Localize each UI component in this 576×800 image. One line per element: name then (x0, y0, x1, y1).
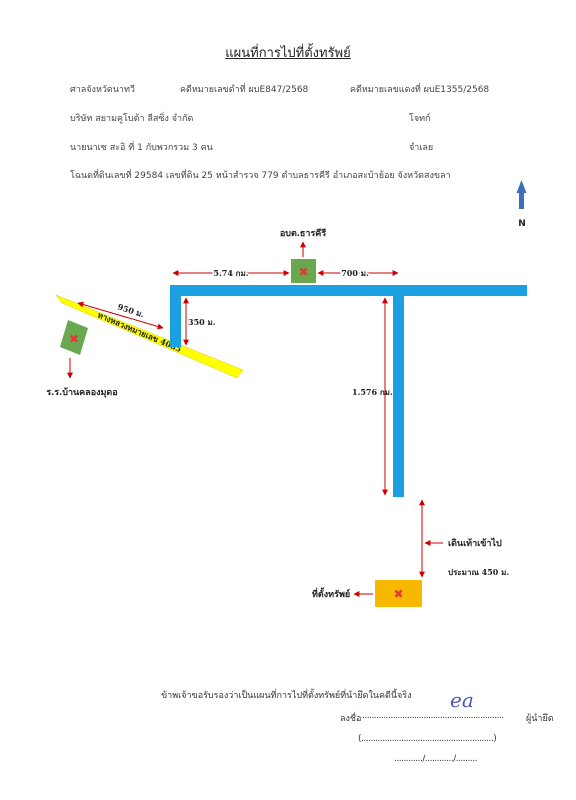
land-deed-details: โฉนดที่ดินเลขที่ 29584 เลขที่ดิน 25 หน้า… (70, 171, 451, 181)
connector-road (170, 285, 181, 347)
signature-line: ........................................… (362, 711, 504, 721)
defendant-role: จำเลย (409, 143, 434, 153)
north-label: N (518, 219, 526, 229)
school-label: ร.ร.บ้านคลองมุดอ (46, 387, 117, 398)
walk-label: เดินเท้าเข้าไป (448, 537, 502, 549)
distance-700m: 700 ม. (341, 268, 369, 278)
north-arrow-icon (516, 180, 527, 209)
walk-distance: ประมาณ 450 ม. (448, 567, 509, 577)
location-map: N ทางหลวงหมายเลข 4085 ✖ อบต.ธารคีรี ✖ ร.… (46, 180, 527, 607)
defendant-name: นายนาเซ สะอิ ที่ 1 กับพวกรวม 3 คน (70, 143, 213, 153)
obt-x-icon: ✖ (298, 265, 308, 279)
branch-road (393, 285, 404, 497)
court-name: ศาลจังหวัดนาทวี (70, 85, 135, 95)
distance-574km: 5.74 กม. (213, 268, 248, 278)
main-road (170, 285, 527, 296)
plaintiff-name: บริษัท สยามคูโบต้า ลีสซิ่ง จำกัด (70, 114, 194, 124)
school-x-icon: ✖ (69, 332, 79, 346)
signature: ea (450, 688, 474, 712)
distance-1576km: 1.576 กม. (352, 387, 393, 397)
target-marker (375, 580, 422, 607)
plaintiff-role: โจทก์ (409, 114, 431, 124)
date-line: ............/............/......... (394, 754, 477, 764)
obt-label: อบต.ธารคีรี (280, 228, 326, 239)
red-case-number: คดีหมายเลขแดงที่ ผบE1355/2568 (350, 85, 490, 95)
black-case-number: คดีหมายเลขดำที่ ผบE847/2568 (180, 85, 309, 95)
sign-prefix: ลงชื่อ (340, 714, 362, 724)
target-label: ที่ตั้งทรัพย์ (312, 587, 350, 600)
certification-text: ข้าพเจ้าขอรับรองว่าเป็นแผนที่การไปที่ตั้… (161, 691, 412, 701)
target-x-icon: ✖ (393, 587, 403, 601)
page-title: แผนที่การไปที่ตั้งทรัพย์ (225, 46, 351, 61)
signer-role: ผู้นำยึด (526, 714, 554, 724)
distance-350m: 350 ม. (188, 317, 216, 327)
obt-marker (291, 259, 316, 283)
signer-name-line: (.......................................… (358, 734, 497, 744)
distance-950m: 950 ม. (116, 301, 145, 319)
